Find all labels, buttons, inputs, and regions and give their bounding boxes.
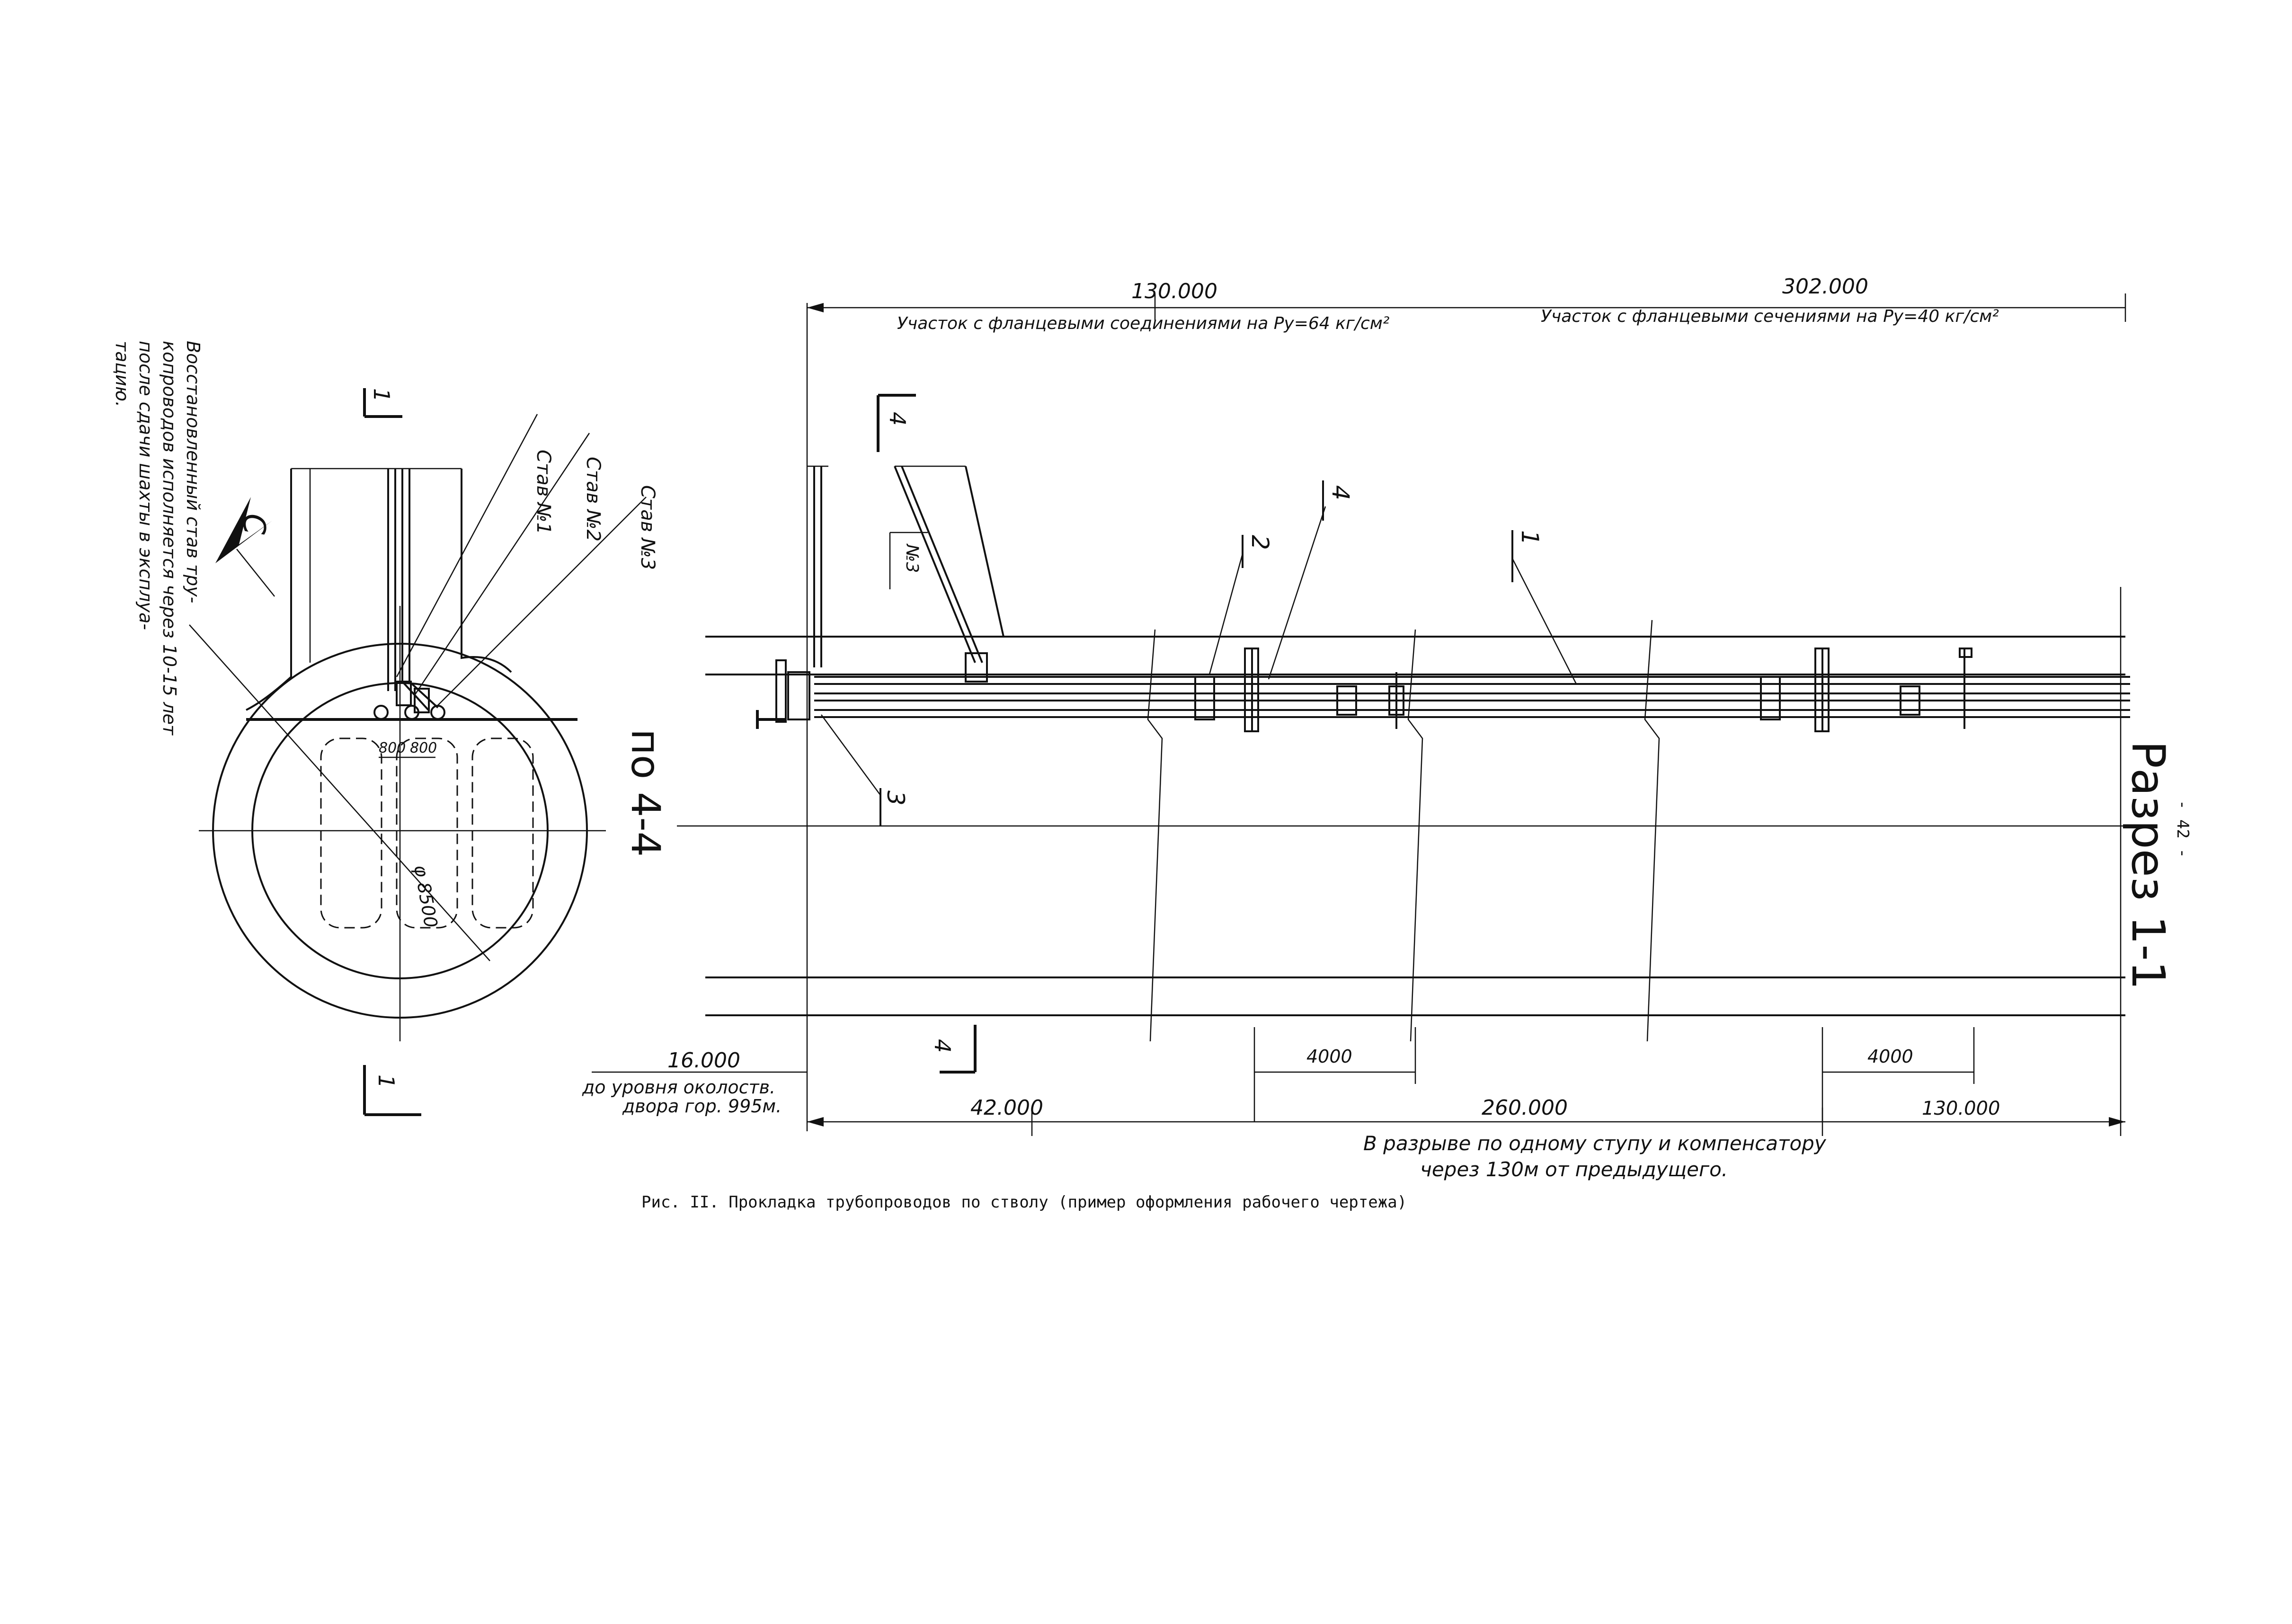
riser-vertical bbox=[807, 465, 828, 667]
figure-caption: Рис. II. Прокладка трубопроводов по ство… bbox=[641, 1193, 1407, 1212]
top-dim-2: 302.000 bbox=[1782, 275, 1868, 299]
neck-right-wall bbox=[461, 469, 512, 673]
segment-2-label: Участок с фланцевыми сечениями на Ру=40 … bbox=[1541, 307, 1999, 326]
section-view-title: Разрез 1-1 bbox=[2122, 741, 2175, 990]
horizontal-pipelines bbox=[814, 676, 2130, 718]
top-dim-1: 130.000 bbox=[1131, 279, 1217, 303]
flange-group-2 bbox=[1336, 672, 1404, 729]
section-view: №3 bbox=[582, 275, 2175, 1181]
spacing-label-1: 800 bbox=[379, 740, 406, 756]
riser-2-leader bbox=[413, 433, 590, 696]
plan-view: 800 800 φ 8500 Став №1 Став №2 Став №3 1… bbox=[112, 341, 669, 1116]
comp-dim-label-2: 4000 bbox=[1867, 1046, 1913, 1067]
cage-left bbox=[320, 737, 382, 929]
neck-left-wall bbox=[246, 469, 292, 711]
plan-pipe-flanges bbox=[373, 681, 445, 720]
spacing-label-2: 800 bbox=[410, 740, 437, 756]
break-note-2: через 130м от предыдущего. bbox=[1420, 1158, 1728, 1181]
riser-1-leader bbox=[396, 414, 538, 677]
riser-1-label: Став №1 bbox=[533, 450, 554, 534]
bottom-dim-3: 130.000 bbox=[1922, 1098, 2000, 1119]
plan-note: Восстановленный став тру- копроводов исп… bbox=[112, 341, 204, 736]
callout-4: 4 bbox=[1268, 480, 1354, 680]
svg-text:2: 2 bbox=[1246, 535, 1274, 550]
flange-group-3 bbox=[1760, 648, 1830, 732]
break-note-1: В разрыве по одному ступу и компенсатору bbox=[1363, 1132, 1827, 1155]
section-mark-top: 1 bbox=[363, 388, 402, 418]
cage-middle bbox=[396, 737, 458, 929]
svg-text:Восстановленный став тру-: Восстановленный став тру- bbox=[183, 341, 204, 603]
level-note-2: двора гор. 995м. bbox=[622, 1096, 782, 1117]
svg-text:копроводов исполняется через 1: копроводов исполняется через 10-15 лет bbox=[159, 341, 180, 736]
cage-right bbox=[471, 737, 534, 929]
bottom-dim-2: 260.000 bbox=[1482, 1096, 1568, 1120]
svg-text:тацию.: тацию. bbox=[112, 341, 133, 407]
break-line-1 bbox=[1147, 629, 1163, 1042]
diameter-label: φ 8500 bbox=[410, 863, 442, 929]
callout-3: 3 bbox=[820, 714, 909, 826]
svg-text:3: 3 bbox=[882, 790, 909, 806]
svg-text:4: 4 bbox=[1327, 485, 1354, 500]
svg-text:4: 4 bbox=[930, 1039, 955, 1053]
section-mark-4-bottom: 4 bbox=[930, 1025, 977, 1074]
svg-text:4: 4 bbox=[885, 412, 910, 426]
bottom-dimension bbox=[807, 1108, 2125, 1136]
bottom-dim-1: 42.000 bbox=[970, 1096, 1043, 1120]
callout-1: 1 bbox=[1511, 530, 1577, 684]
diameter-leader bbox=[189, 624, 490, 961]
page-number: - 42 - bbox=[2173, 800, 2192, 858]
section-mark-bottom: 1 bbox=[363, 1065, 421, 1116]
level-value: 16.000 bbox=[667, 1048, 740, 1073]
flange-group-4 bbox=[1900, 648, 1972, 729]
pipe-label-n3: №3 bbox=[902, 543, 922, 573]
top-dimension bbox=[807, 293, 2126, 322]
comp-dim-2 bbox=[1821, 1027, 1975, 1122]
riser-3-leader bbox=[437, 497, 647, 706]
level-note-1: до уровня околоств. bbox=[582, 1077, 775, 1098]
svg-text:1: 1 bbox=[369, 388, 394, 402]
comp-dim-label-1: 4000 bbox=[1306, 1046, 1352, 1067]
riser-3-label: Став №3 bbox=[637, 485, 658, 570]
flange-group-1 bbox=[1194, 648, 1259, 732]
north-arrow: С bbox=[215, 497, 275, 597]
north-arrow-label: С bbox=[236, 514, 271, 535]
plan-pipes bbox=[387, 469, 439, 711]
plan-view-title: по 4-4 bbox=[622, 729, 669, 857]
left-support bbox=[756, 659, 810, 729]
svg-text:после сдачи шахты в эксплуа-: после сдачи шахты в эксплуа- bbox=[135, 341, 156, 630]
svg-text:1: 1 bbox=[373, 1074, 399, 1088]
riser-2-label: Став №2 bbox=[582, 457, 604, 541]
inclined-pipe bbox=[894, 465, 1004, 683]
break-line-3 bbox=[1644, 620, 1660, 1042]
segment-1-label: Участок с фланцевыми соединениями на Ру=… bbox=[897, 314, 1389, 333]
section-mark-4-top: 4 bbox=[877, 394, 916, 452]
svg-text:1: 1 bbox=[1516, 530, 1544, 545]
break-line-2 bbox=[1407, 629, 1423, 1042]
comp-dim-1 bbox=[1253, 1027, 1416, 1122]
callout-2: 2 bbox=[1208, 535, 1274, 675]
